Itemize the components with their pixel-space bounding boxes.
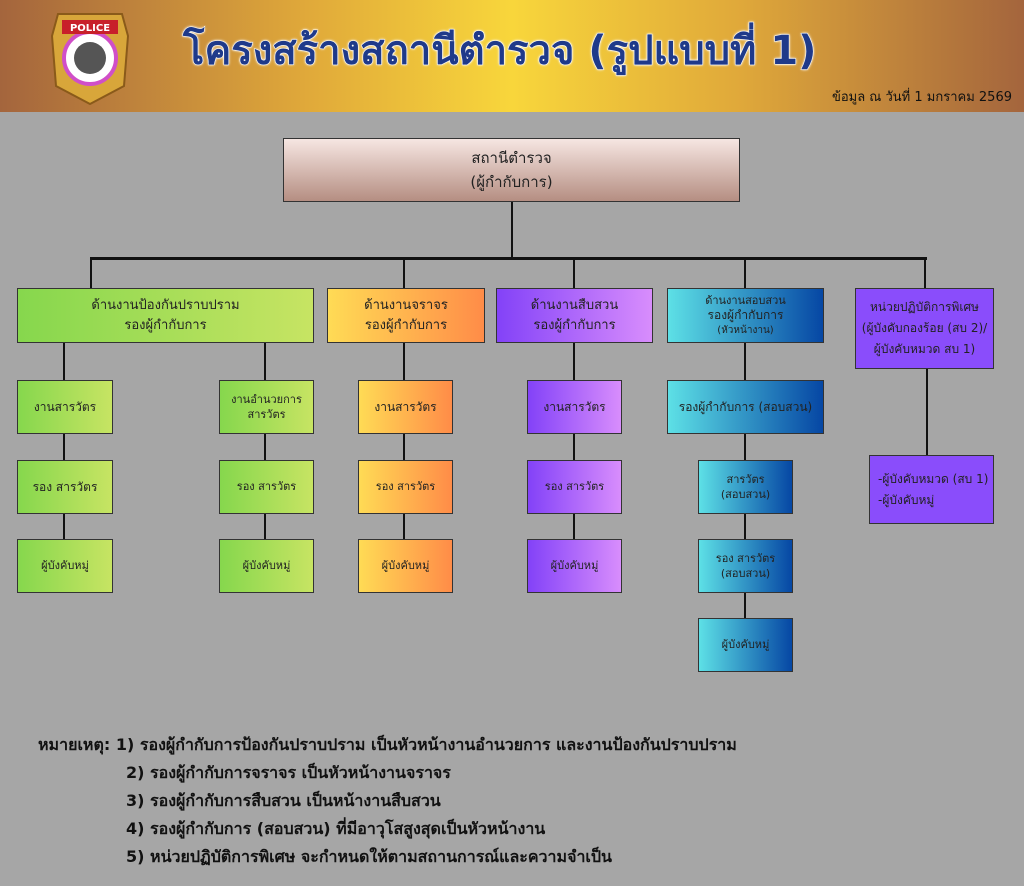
connector-line: [744, 258, 746, 288]
branch-title: ด้านงานจราจร: [364, 298, 448, 313]
connector-line: [90, 258, 92, 288]
branch-subtitle: รองผู้กำกับการ: [124, 317, 207, 333]
prevention-deputy-inspector-box: รอง สารวัตร: [17, 460, 113, 514]
investigation-squad-leader-box: ผู้บังคับหมู่: [527, 539, 622, 593]
box-label: -ผู้บังคับหมวด (สบ 1): [878, 472, 989, 487]
admin-deputy-inspector-box: รอง สารวัตร: [219, 460, 314, 514]
traffic-squad-leader-box: ผู้บังคับหมู่: [358, 539, 453, 593]
box-label: รอง สารวัตร: [544, 479, 605, 493]
box-label: งานสารวัตร: [33, 400, 97, 414]
traffic-deputy-inspector-box: รอง สารวัตร: [358, 460, 453, 514]
inquiry-inspector-box: สารวัตร (สอบสวน): [698, 460, 793, 514]
admin-squad-leader-box: ผู้บังคับหมู่: [219, 539, 314, 593]
note-item: หมายเหตุ: 1) รองผู้กำกับการป้องกันปราบปร…: [38, 731, 737, 759]
connector-line: [573, 258, 575, 288]
note-item: 2) รองผู้กำกับการจราจร เป็นหัวหน้างานจรา…: [126, 763, 451, 782]
box-label: รอง สารวัตร: [236, 479, 297, 493]
box-label: งานสารวัตร: [374, 400, 437, 414]
note-text: 1) รองผู้กำกับการป้องกันปราบปราม เป็นหัว…: [115, 735, 737, 754]
branch-title: ด้านงานสืบสวน: [530, 298, 619, 313]
root-box-station: สถานีตำรวจ (ผู้กำกับการ): [283, 138, 740, 202]
branch-title: หน่วยปฏิบัติการพิเศษ: [870, 300, 979, 314]
box-label: (สอบสวน): [720, 567, 771, 580]
branch-traffic: ด้านงานจราจร รองผู้กำกับการ: [327, 288, 485, 343]
branch-subtitle: ผู้บังคับหมวด สบ 1): [873, 342, 976, 356]
branch-subtitle: รองผู้กำกับการ: [707, 308, 784, 323]
page-title: โครงสร้างสถานีตำรวจ (รูปแบบที่ 1): [182, 28, 817, 75]
box-label: (สอบสวน): [720, 488, 771, 501]
prevention-inspector-box: งานสารวัตร: [17, 380, 113, 434]
investigation-deputy-inspector-box: รอง สารวัตร: [527, 460, 622, 514]
notes-label: หมายเหตุ:: [38, 735, 111, 754]
inquiry-deputy-inspector-box: รอง สารวัตร (สอบสวน): [698, 539, 793, 593]
box-label: ผู้บังคับหมู่: [41, 558, 89, 572]
police-badge-logo: POLICE: [50, 13, 130, 106]
box-label: งานสารวัตร: [543, 400, 606, 414]
connector-line: [264, 343, 266, 540]
connector-line: [63, 343, 65, 540]
traffic-inspector-box: งานสารวัตร: [358, 380, 453, 434]
connector-line: [924, 258, 926, 288]
box-label: ผู้บังคับหมู่: [721, 637, 770, 651]
box-label: สารวัตร: [247, 408, 286, 421]
branch-subtitle: (ผู้บังคับกองร้อย (สบ 2)/: [861, 321, 988, 335]
branch-title: ด้านงานป้องกันปราบปราม: [91, 298, 240, 313]
connector-line: [926, 368, 928, 456]
box-label: ผู้บังคับหมู่: [242, 558, 291, 572]
note-item: 5) หน่วยปฏิบัติการพิเศษ จะกำหนดให้ตามสถา…: [126, 847, 612, 866]
branch-prevention: ด้านงานป้องกันปราบปราม รองผู้กำกับการ: [17, 288, 314, 343]
connector-line: [90, 257, 927, 260]
inquiry-deputy-superintendent-box: รองผู้กำกับการ (สอบสวน): [667, 380, 824, 434]
box-label: ผู้บังคับหมู่: [550, 558, 599, 572]
branch-subtitle: รองผู้กำกับการ: [533, 317, 616, 333]
admin-inspector-box: งานอำนวยการสารวัตร: [219, 380, 314, 434]
root-title: สถานีตำรวจ: [471, 149, 552, 167]
box-label: -ผู้บังคับหมู่: [878, 492, 935, 507]
box-label: รอง สารวัตร: [32, 480, 98, 494]
special-operations-child-box: -ผู้บังคับหมวด (สบ 1) -ผู้บังคับหมู่: [869, 455, 994, 524]
branch-special-operations: หน่วยปฏิบัติการพิเศษ (ผู้บังคับกองร้อย (…: [855, 288, 994, 369]
notes-section: หมายเหตุ: 1) รองผู้กำกับการป้องกันปราบปร…: [38, 731, 737, 871]
connector-line: [403, 258, 405, 288]
branch-title: ด้านงานสอบสวน: [705, 294, 786, 308]
connector-line: [573, 343, 575, 540]
inquiry-squad-leader-box: ผู้บังคับหมู่: [698, 618, 793, 672]
box-label: งานอำนวยการ: [231, 392, 302, 406]
svg-text:POLICE: POLICE: [70, 23, 110, 34]
box-label: ผู้บังคับหมู่: [381, 558, 430, 572]
data-date: ข้อมูล ณ วันที่ 1 มกราคม 2569: [831, 90, 1012, 105]
note-item: 4) รองผู้กำกับการ (สอบสวน) ที่มีอาวุโสสู…: [126, 819, 546, 838]
branch-investigation: ด้านงานสืบสวน รองผู้กำกับการ: [496, 288, 653, 343]
box-label: รอง สารวัตร: [375, 479, 436, 493]
investigation-inspector-box: งานสารวัตร: [527, 380, 622, 434]
prevention-squad-leader-box: ผู้บังคับหมู่: [17, 539, 113, 593]
branch-note: (หัวหน้างาน): [717, 324, 774, 336]
box-label: รอง สารวัตร: [715, 551, 776, 565]
note-item: 3) รองผู้กำกับการสืบสวน เป็นหน้างานสืบสว…: [126, 791, 441, 810]
branch-subtitle: รองผู้กำกับการ: [364, 317, 448, 333]
box-label: สารวัตร: [726, 472, 765, 486]
root-subtitle: (ผู้กำกับการ): [470, 173, 553, 191]
header-banner: POLICE โครงสร้างสถานีตำรวจ (รูปแบบที่ 1)…: [0, 0, 1024, 112]
box-label: รองผู้กำกับการ (สอบสวน): [678, 400, 813, 414]
connector-line: [511, 202, 513, 259]
branch-inquiry: ด้านงานสอบสวน รองผู้กำกับการ (หัวหน้างาน…: [667, 288, 824, 343]
connector-line: [403, 343, 405, 540]
